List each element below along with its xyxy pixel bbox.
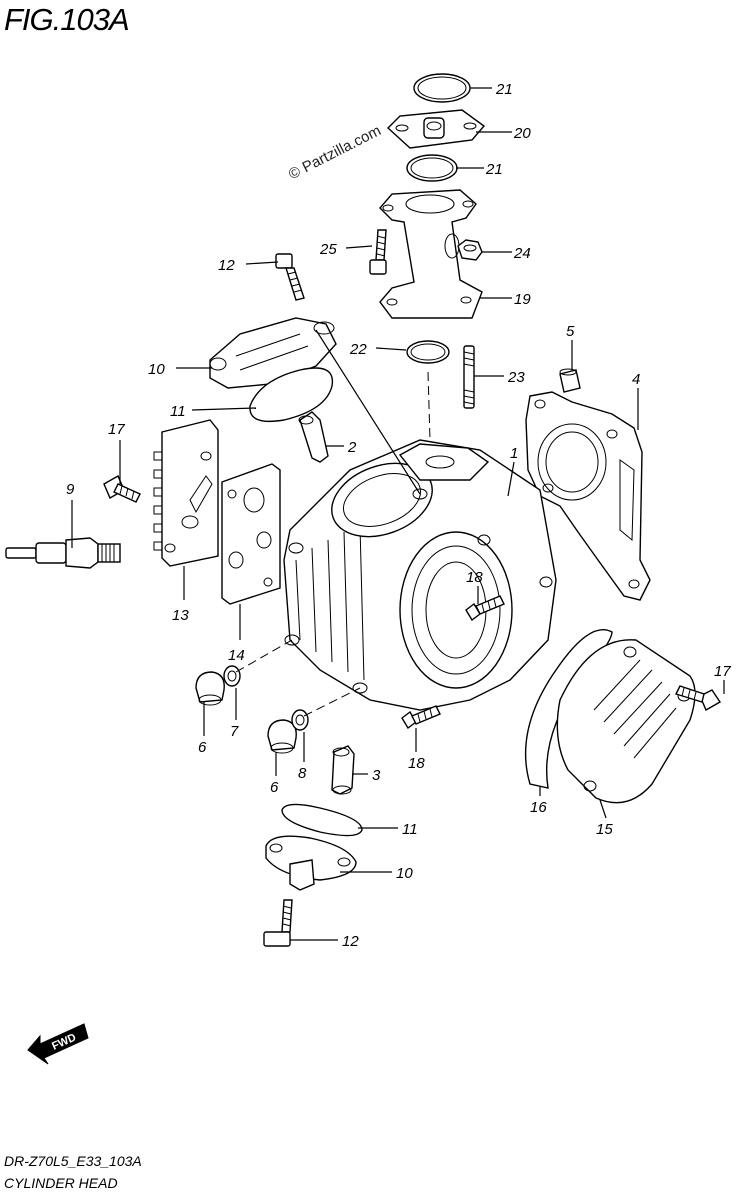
callout-15: 15 xyxy=(596,821,613,838)
callout-6-right: 6 xyxy=(270,779,279,796)
part-17-bolt-left xyxy=(103,475,141,503)
part-1-cylinder-head xyxy=(283,439,557,711)
callout-21-upper: 21 xyxy=(495,81,513,98)
callout-18-lower: 18 xyxy=(408,755,425,772)
callout-12-upper: 12 xyxy=(218,257,235,274)
part-14-gasket xyxy=(221,463,281,605)
callout-16: 16 xyxy=(530,799,547,816)
callout-1: 1 xyxy=(510,445,518,462)
callout-24: 24 xyxy=(513,245,531,262)
callout-7: 7 xyxy=(230,723,239,740)
callout-23: 23 xyxy=(507,369,525,386)
part-12-bolt-upper xyxy=(275,253,305,301)
part-6-cap-nut-right xyxy=(267,719,297,754)
part-19-intake-pipe xyxy=(379,189,483,319)
part-3-valve-guide xyxy=(331,745,355,795)
fwd-arrow: FWD xyxy=(27,1023,89,1065)
callout-9: 9 xyxy=(66,481,75,498)
part-12-bolt-lower xyxy=(263,899,293,947)
part-11-o-ring-lower xyxy=(281,803,363,837)
part-24-nut xyxy=(457,239,483,261)
callout-22: 22 xyxy=(349,341,367,358)
callout-18-upper: 18 xyxy=(466,569,483,586)
model-code: DR-Z70L5_E33_103A xyxy=(4,1153,142,1169)
part-2-valve-guide xyxy=(298,411,329,463)
callout-17-right: 17 xyxy=(714,663,731,680)
part-16-o-ring xyxy=(524,629,613,789)
part-8-washer xyxy=(291,709,309,731)
callout-11-lower: 11 xyxy=(402,821,418,838)
part-15-side-cover xyxy=(556,639,696,804)
callout-8: 8 xyxy=(298,765,307,782)
part-22-o-ring xyxy=(406,340,450,364)
callout-10-upper: 10 xyxy=(148,361,165,378)
callout-4: 4 xyxy=(632,371,640,388)
callout-6-left: 6 xyxy=(198,739,207,756)
part-21-o-ring-lower xyxy=(406,154,458,182)
callout-12-lower: 12 xyxy=(342,933,359,950)
callout-14: 14 xyxy=(228,647,245,664)
callout-25: 25 xyxy=(319,241,337,258)
part-18-bolt-upper xyxy=(465,595,505,622)
assembly-lines xyxy=(235,329,431,717)
callout-labels: 21 20 21 25 24 19 22 23 5 4 1 12 10 11 2… xyxy=(66,81,731,950)
part-11-o-ring-upper xyxy=(249,367,334,423)
figure-title: FIG.103A xyxy=(4,2,130,37)
callout-20: 20 xyxy=(513,125,531,142)
part-23-stud xyxy=(463,345,475,409)
callout-11-upper: 11 xyxy=(170,403,186,420)
callout-10-lower: 10 xyxy=(396,865,413,882)
callout-leaders xyxy=(71,87,725,941)
section-name: CYLINDER HEAD xyxy=(4,1175,118,1191)
callout-5: 5 xyxy=(566,323,575,340)
part-13-breather-plate xyxy=(153,419,219,567)
part-25-bolt xyxy=(369,229,387,275)
part-17-bolt-right xyxy=(675,685,721,711)
part-18-bolt-lower xyxy=(401,705,441,730)
callout-13: 13 xyxy=(172,607,189,624)
part-9-spark-plug xyxy=(5,537,121,569)
callout-2: 2 xyxy=(347,439,357,456)
callout-3: 3 xyxy=(372,767,381,784)
part-10-valve-cover-lower xyxy=(265,835,357,891)
part-20-insulator xyxy=(386,109,486,149)
part-6-cap-nut-left xyxy=(195,671,225,706)
part-7-washer xyxy=(223,665,241,687)
callout-21-lower: 21 xyxy=(485,161,503,178)
part-5-dowel-pin xyxy=(559,368,581,393)
callout-19: 19 xyxy=(514,291,531,308)
callout-17-left: 17 xyxy=(108,421,125,438)
fwd-label: FWD xyxy=(50,1032,78,1053)
part-21-o-ring-upper xyxy=(413,73,471,103)
